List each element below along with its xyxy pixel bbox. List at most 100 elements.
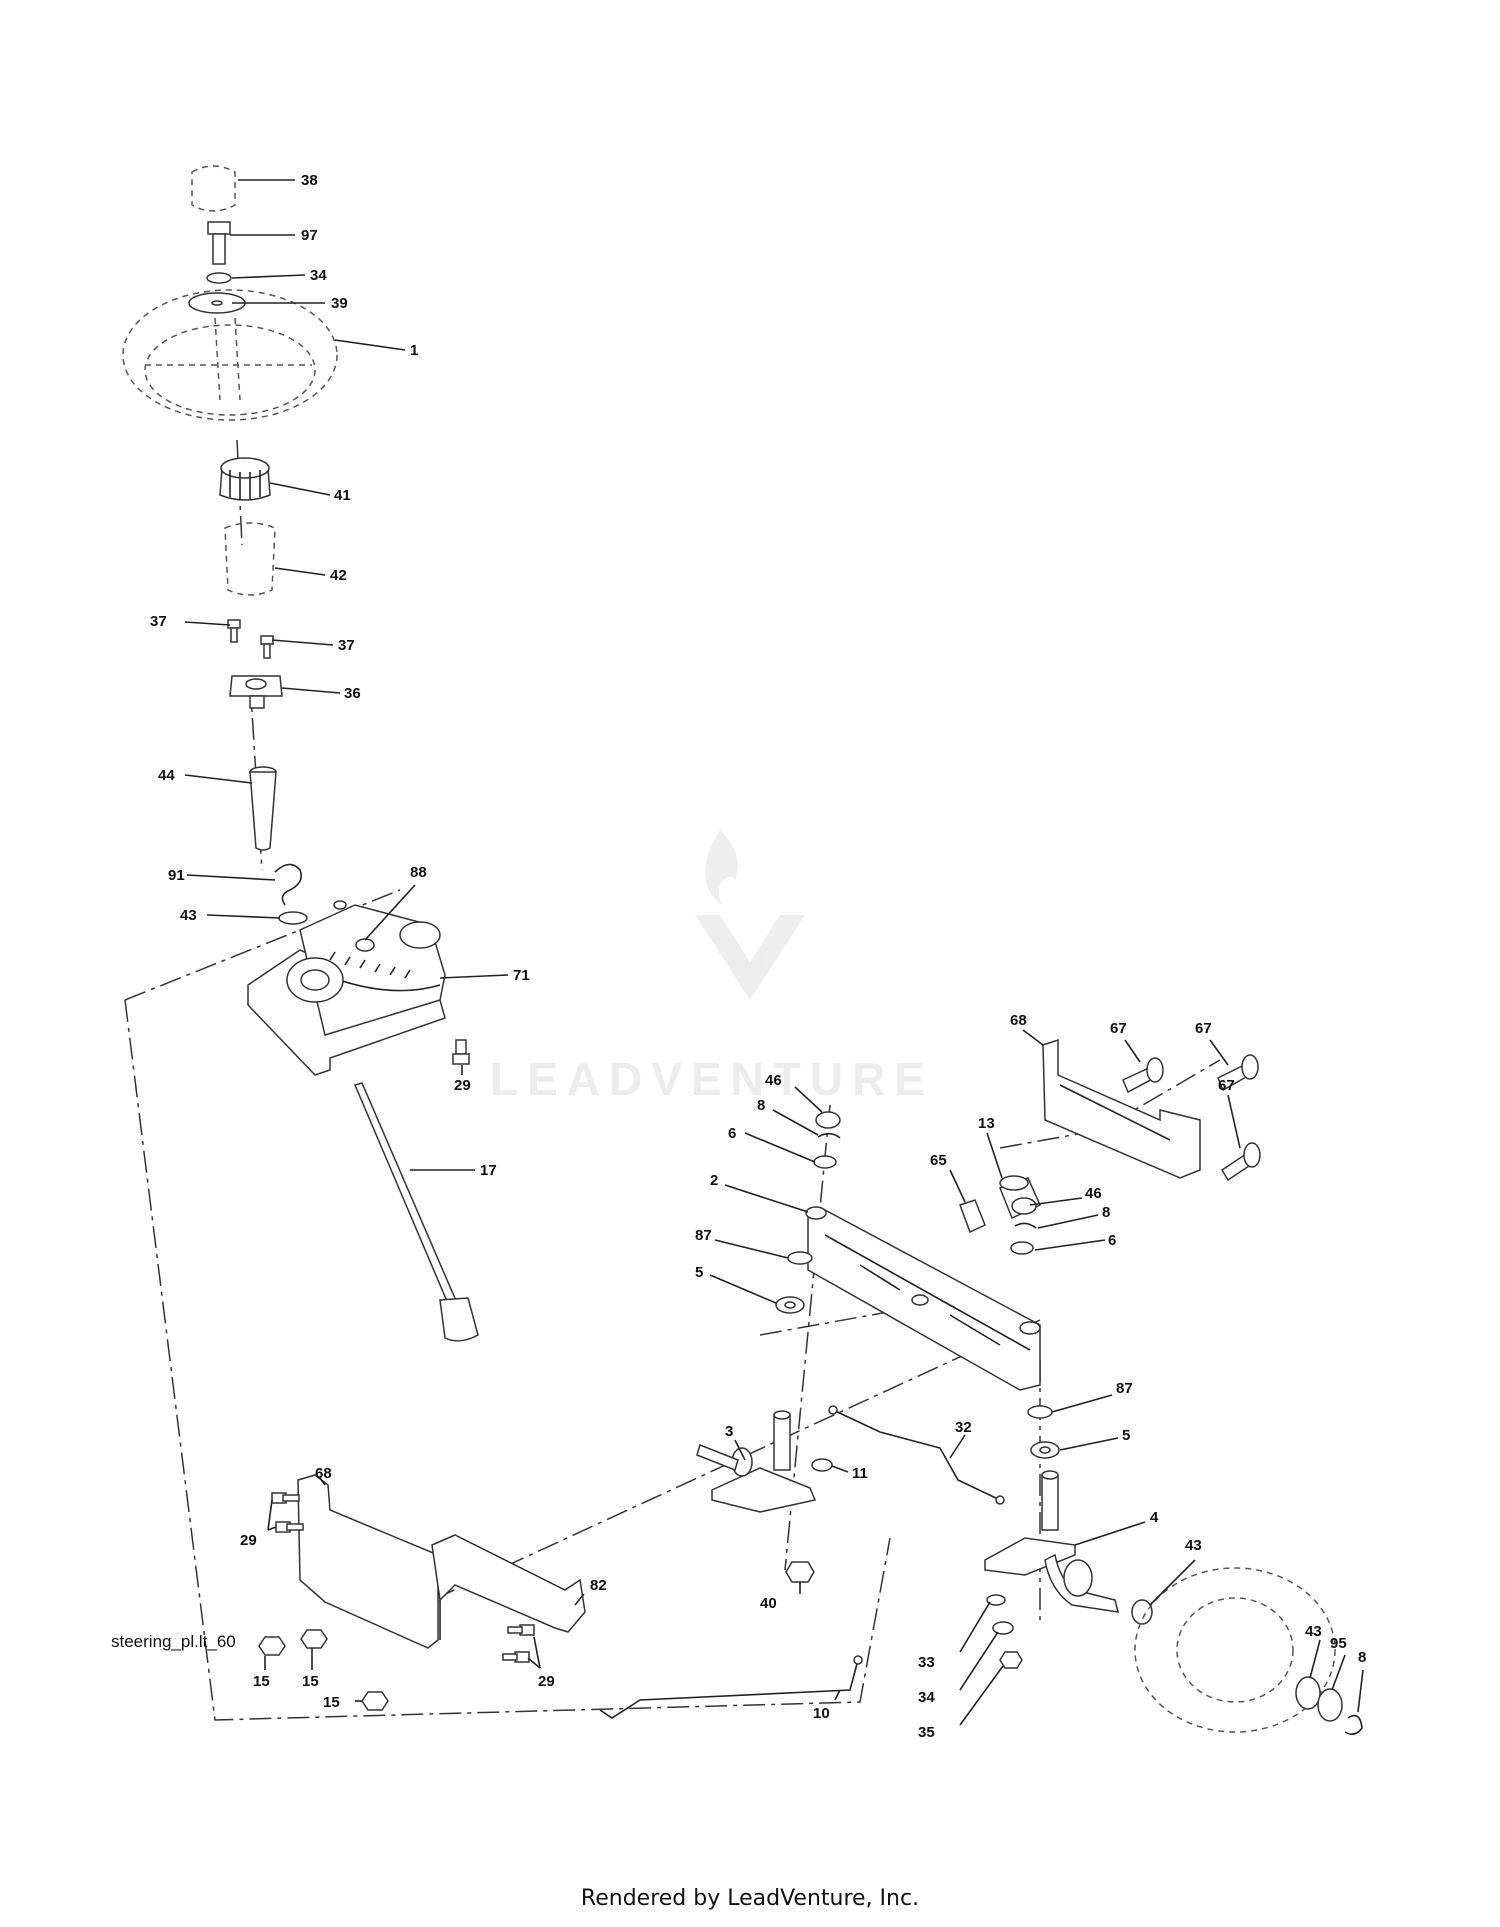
callout-6-right: 6	[1108, 1232, 1116, 1249]
part-shaft-17	[353, 1082, 479, 1342]
part-spindle-4	[984, 1470, 1120, 1613]
part-bolt-67b	[1217, 1054, 1259, 1092]
callout-40: 40	[760, 1595, 777, 1612]
callout-38: 38	[301, 172, 318, 189]
part-screw-29-upper	[452, 1039, 470, 1065]
part-washer-6-left	[813, 1155, 837, 1169]
part-nut-35	[999, 1651, 1023, 1669]
callout-29-lower-right: 29	[538, 1673, 555, 1690]
part-steering-wheel-1	[122, 289, 338, 421]
callout-65: 65	[930, 1152, 947, 1169]
part-bushing-5-left	[775, 1296, 805, 1314]
part-washer-95	[1317, 1688, 1343, 1722]
part-nut-40	[785, 1561, 815, 1583]
callout-41: 41	[334, 487, 351, 504]
part-wheel-tire	[1134, 1567, 1336, 1733]
part-pin-65	[959, 1199, 986, 1234]
callout-labels: 38 97 34 39 1 41 42 37 37 36 44 91 88 43…	[150, 172, 1366, 1741]
callout-91: 91	[168, 867, 185, 884]
part-washer-87-right	[1027, 1405, 1053, 1419]
part-clip-8-wheel	[1344, 1714, 1363, 1736]
callout-3: 3	[725, 1423, 733, 1440]
part-spindle-3	[696, 1410, 817, 1513]
part-washer-11	[811, 1458, 833, 1472]
part-cap-46-right	[1011, 1197, 1037, 1215]
callout-43-upper: 43	[180, 907, 197, 924]
part-nut-15-mid	[300, 1629, 328, 1649]
part-washer-87-left	[787, 1251, 813, 1265]
part-bracket-68-lower	[297, 1474, 586, 1649]
part-washer-43-wheel	[1295, 1676, 1321, 1710]
watermark-logo	[695, 830, 805, 1000]
callout-44: 44	[158, 767, 175, 784]
callout-10: 10	[813, 1705, 830, 1722]
part-bolt-29-lower-right	[502, 1624, 535, 1663]
part-drag-link-32	[828, 1405, 1005, 1505]
callout-5-right: 5	[1122, 1427, 1130, 1444]
callout-67-b: 67	[1195, 1020, 1212, 1037]
callout-88: 88	[410, 864, 427, 881]
callout-35: 35	[918, 1724, 935, 1741]
part-washer-34	[206, 272, 232, 284]
callout-71: 71	[513, 967, 530, 984]
part-washer-6-right	[1010, 1241, 1034, 1255]
callout-1: 1	[410, 342, 418, 359]
callout-8-left: 8	[757, 1097, 765, 1114]
part-washer-43-upper	[278, 911, 308, 925]
callout-67-a: 67	[1110, 1020, 1127, 1037]
part-shaft-44	[249, 766, 277, 851]
callout-17: 17	[480, 1162, 497, 1179]
callout-29-lower-left: 29	[240, 1532, 257, 1549]
callout-32: 32	[955, 1419, 972, 1436]
part-cap-38	[191, 165, 236, 212]
part-washer-34-lower	[992, 1621, 1014, 1635]
part-hub-41	[219, 457, 271, 501]
part-bolt-97	[207, 221, 231, 265]
callout-37-right: 37	[338, 637, 355, 654]
callout-34: 34	[310, 267, 327, 284]
part-bushing-5-right	[1030, 1441, 1060, 1459]
callout-13: 13	[978, 1115, 995, 1132]
callout-95: 95	[1330, 1635, 1347, 1652]
part-clip-8-right	[1014, 1222, 1037, 1229]
part-bolt-67c	[1220, 1142, 1261, 1182]
part-cap-46-left	[815, 1111, 841, 1129]
part-bolt-67a	[1122, 1057, 1164, 1094]
part-clip-91	[274, 863, 303, 906]
diagram-id-label: steering_pl.lt_60	[111, 1632, 236, 1651]
part-bearing-flange-36	[229, 675, 283, 709]
callout-4: 4	[1150, 1509, 1159, 1526]
part-bracket-68-upper	[1042, 1038, 1201, 1179]
callout-82: 82	[590, 1577, 607, 1594]
callout-68-lower: 68	[315, 1465, 332, 1482]
callout-42: 42	[330, 567, 347, 584]
callout-2: 2	[710, 1172, 718, 1189]
callout-5-left: 5	[695, 1264, 703, 1281]
callout-8-wheel: 8	[1358, 1649, 1366, 1666]
callout-87-left: 87	[695, 1227, 712, 1244]
callout-36: 36	[344, 685, 361, 702]
part-screw-37b	[260, 635, 274, 659]
callout-43-wheel: 43	[1305, 1623, 1322, 1640]
callout-8-right: 8	[1102, 1204, 1110, 1221]
callout-68-upper: 68	[1010, 1012, 1027, 1029]
part-washer-39	[188, 292, 246, 314]
callout-34-lower: 34	[918, 1689, 935, 1706]
part-washer-43-spindle	[1131, 1599, 1153, 1625]
part-clip-8-left	[817, 1132, 841, 1139]
part-washer-33	[986, 1594, 1006, 1606]
callout-97: 97	[301, 227, 318, 244]
footer-credit: Rendered by LeadVenture, Inc.	[580, 1886, 920, 1911]
part-screw-37a	[227, 619, 241, 643]
watermark-text: LEADVENTURE	[490, 1053, 935, 1105]
part-boot-42	[224, 522, 276, 596]
callout-15-left: 15	[253, 1673, 270, 1690]
callout-37-left: 37	[150, 613, 167, 630]
callout-67-c: 67	[1218, 1077, 1235, 1094]
callout-39: 39	[331, 295, 348, 312]
callout-15-mid: 15	[302, 1673, 319, 1690]
callout-leaders	[184, 179, 1364, 1726]
callout-46-left: 46	[765, 1072, 782, 1089]
part-tie-rod-10	[599, 1655, 863, 1719]
